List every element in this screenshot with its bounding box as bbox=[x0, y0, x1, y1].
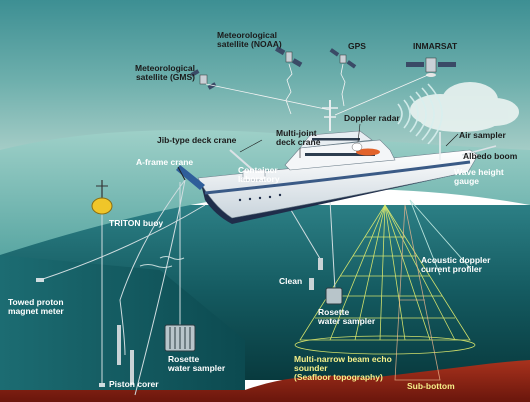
label-acoustic-doppler-line2: current profiler bbox=[421, 264, 482, 274]
label-jib-crane: Jib-type deck crane bbox=[157, 135, 237, 145]
label-albedo-boom: Albedo boom bbox=[463, 151, 518, 161]
label-wave-height-line1: Wave height bbox=[454, 167, 504, 177]
satellite-noaa bbox=[275, 46, 303, 68]
radio-waves bbox=[397, 83, 443, 145]
label-towed-proton-line2: magnet meter bbox=[8, 306, 64, 316]
label-multi-narrow-line2: sounder bbox=[294, 363, 328, 373]
label-rosette-right: Rosette water sampler bbox=[318, 308, 375, 326]
label-met-gms-line2: satellite (GMS) bbox=[135, 72, 195, 82]
label-air-sampler: Air sampler bbox=[459, 130, 506, 140]
label-a-frame: A-frame crane bbox=[136, 157, 194, 167]
label-met-gms: Meteorological satellite (GMS) bbox=[135, 64, 195, 82]
label-acoustic-doppler-line1: Acoustic doppler bbox=[421, 255, 491, 265]
label-container-lab: Container laboratory bbox=[238, 166, 280, 184]
label-acoustic-doppler: Acoustic doppler current profiler bbox=[421, 256, 490, 274]
label-rosette-right-line2: water sampler bbox=[318, 316, 376, 326]
label-met-noaa-line2: satellite (NOAA) bbox=[217, 39, 282, 49]
triton-buoy bbox=[91, 180, 113, 387]
satellite-gms bbox=[190, 69, 217, 90]
label-rosette-right-line1: Rosette bbox=[318, 307, 350, 317]
label-towed-proton-line1: Towed proton bbox=[8, 297, 64, 307]
label-multi-joint-line1: Multi-joint bbox=[276, 128, 317, 138]
label-sub-bottom: Sub-bottom bbox=[407, 381, 455, 391]
label-multi-narrow-beam: Multi-narrow beam echo sounder (Seafloor… bbox=[294, 355, 392, 382]
label-triton-buoy: TRITON buoy bbox=[109, 218, 164, 228]
label-clean: Clean bbox=[279, 276, 303, 286]
instrument-cables bbox=[39, 179, 336, 396]
wake bbox=[139, 256, 185, 268]
label-rosette-left-line2: water sampler bbox=[168, 363, 226, 373]
rosette-sampler-left bbox=[164, 324, 196, 352]
label-towed-proton: Towed proton magnet meter bbox=[8, 298, 64, 316]
label-wave-height-line2: gauge bbox=[454, 176, 480, 186]
towed-magnet-meter bbox=[36, 278, 44, 282]
satellite-gps bbox=[329, 48, 357, 69]
label-inmarsat: INMARSAT bbox=[413, 41, 458, 51]
echo-sounder-beam bbox=[294, 204, 476, 355]
label-met-noaa: Meteorological satellite (NOAA) bbox=[217, 31, 282, 49]
leader-lines bbox=[239, 123, 459, 158]
signal-links bbox=[205, 63, 429, 116]
piston-corer bbox=[117, 325, 134, 385]
label-met-gms-line1: Meteorological bbox=[135, 63, 195, 73]
sub-bottom-beam bbox=[394, 204, 441, 381]
acoustic-doppler-beams bbox=[409, 199, 471, 276]
label-met-noaa-line1: Meteorological bbox=[217, 30, 277, 40]
label-container-lab-line2: laboratory bbox=[238, 174, 280, 184]
label-multi-joint: Multi-joint deck crane bbox=[276, 129, 320, 147]
label-multi-narrow-line3: (Seafloor topography) bbox=[294, 372, 383, 382]
label-gps: GPS bbox=[348, 41, 366, 51]
rosette-sampler-right bbox=[309, 258, 343, 305]
label-doppler-radar: Doppler radar bbox=[344, 113, 400, 123]
seafloor bbox=[0, 360, 530, 402]
label-rosette-left: Rosette water sampler bbox=[168, 355, 225, 373]
label-piston-corer: Piston corer bbox=[109, 379, 159, 389]
label-container-lab-line1: Container bbox=[238, 165, 278, 175]
label-multi-joint-line2: deck crane bbox=[276, 137, 321, 147]
research-vessel bbox=[176, 100, 497, 224]
label-multi-narrow-line1: Multi-narrow beam echo bbox=[294, 354, 392, 364]
label-wave-height: Wave height gauge bbox=[454, 168, 504, 186]
satellite-inmarsat bbox=[406, 57, 456, 77]
label-rosette-left-line1: Rosette bbox=[168, 354, 200, 364]
